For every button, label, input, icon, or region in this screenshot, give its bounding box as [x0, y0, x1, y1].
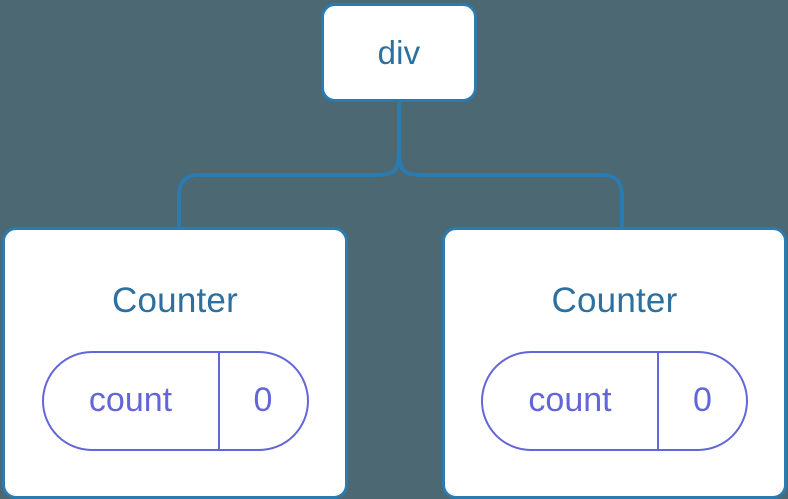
state-value: 0	[693, 381, 712, 419]
component-title: Counter	[112, 281, 238, 320]
node-component-counter-0[interactable]: Counter count 0	[2, 227, 348, 499]
root-node-label: div	[377, 34, 421, 71]
state-value: 0	[253, 381, 273, 419]
edge-root-to-child-1	[397, 148, 624, 231]
state-key: count	[483, 353, 659, 449]
node-root-div[interactable]: div	[321, 3, 477, 102]
edge-root-to-child-0	[177, 148, 401, 231]
node-component-counter-1[interactable]: Counter count 0	[442, 227, 787, 499]
component-title: Counter	[551, 281, 678, 320]
state-pill[interactable]: count 0	[481, 351, 748, 451]
state-pill[interactable]: count 0	[41, 351, 309, 451]
state-key: count	[44, 353, 220, 449]
